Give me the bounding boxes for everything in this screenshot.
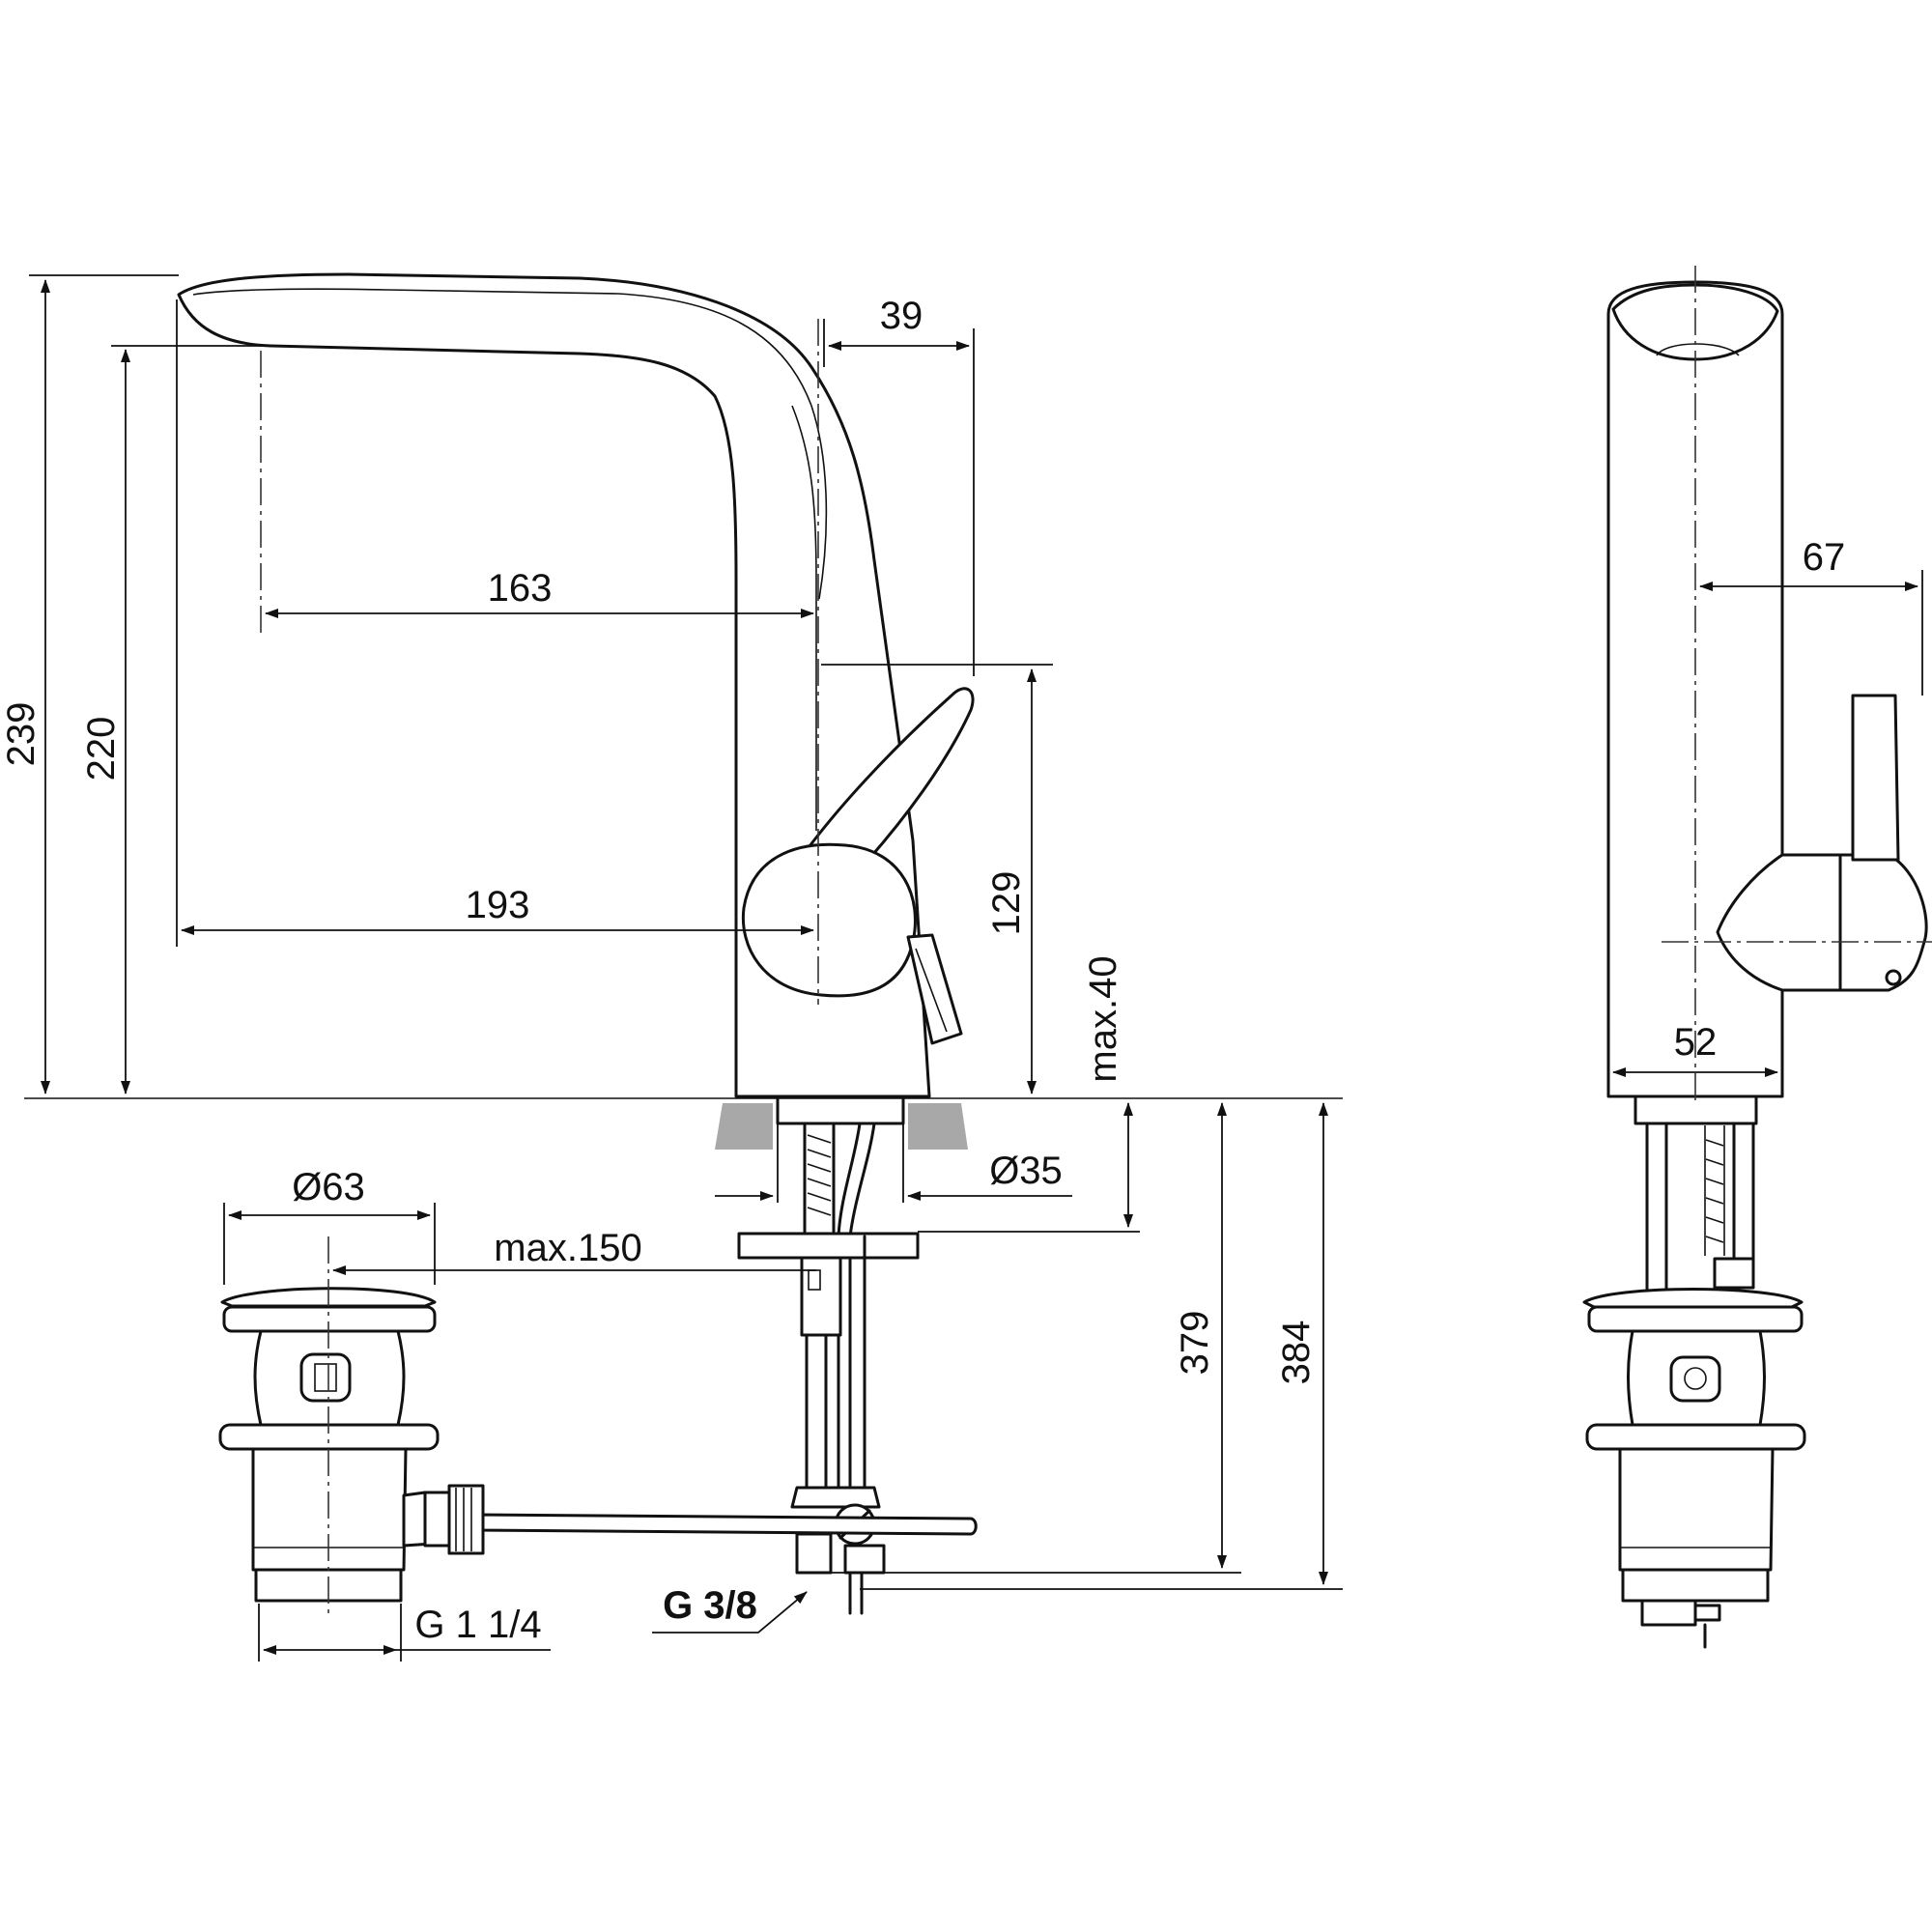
- label-220: 220: [80, 717, 123, 781]
- label-g114: G 1 1/4: [414, 1604, 541, 1646]
- label-379: 379: [1174, 1311, 1216, 1376]
- front-view-underside: [476, 1122, 978, 1615]
- spout-crease: [192, 288, 828, 600]
- side-button-inner: [915, 948, 948, 1033]
- side-view-tap: [1582, 280, 1928, 1649]
- label-129: 129: [985, 871, 1028, 936]
- side-lever-base: [1716, 853, 1842, 992]
- lever-handle: [805, 687, 975, 871]
- popup-rod: [476, 1513, 978, 1536]
- deck-hatch-right: [908, 1103, 968, 1150]
- label-163: 163: [488, 567, 553, 610]
- label-max150: max.150: [494, 1227, 641, 1269]
- lever-base: [741, 842, 917, 998]
- waste-fitting-front: [218, 1287, 485, 1603]
- center-lines: [260, 266, 1932, 1618]
- dimension-labels: 239 220 163 193 39 129 max.40 Ø35 Ø63 ma…: [0, 295, 1845, 1646]
- supply-connector: [790, 1486, 881, 1509]
- fixing-plate: [737, 1232, 920, 1260]
- deck-hatch-left: [715, 1103, 773, 1150]
- label-35: Ø35: [989, 1150, 1063, 1192]
- label-239: 239: [0, 702, 43, 767]
- label-52: 52: [1674, 1021, 1718, 1064]
- label-384: 384: [1275, 1321, 1318, 1385]
- tap-collar: [776, 1094, 905, 1125]
- label-39: 39: [880, 295, 923, 337]
- extension-lines: [29, 274, 1923, 1662]
- side-body: [1606, 280, 1784, 1098]
- side-waste-flange: [1585, 1423, 1806, 1451]
- label-g38: G 3/8: [663, 1584, 757, 1627]
- deck-section: [24, 1097, 1343, 1150]
- spout-inner-edge: [791, 405, 817, 831]
- leader-g38: [652, 1591, 808, 1634]
- outlet-thread: [447, 1484, 485, 1555]
- label-193: 193: [466, 884, 530, 926]
- dimension-lines: [41, 279, 1918, 1655]
- spout-outline: [177, 272, 931, 1098]
- side-lever: [1851, 694, 1900, 862]
- label-max40: max.40: [1082, 955, 1124, 1082]
- label-67: 67: [1803, 536, 1846, 579]
- front-view-tap: [177, 272, 975, 1125]
- label-63: Ø63: [292, 1166, 365, 1208]
- supply-hose: [848, 1122, 876, 1490]
